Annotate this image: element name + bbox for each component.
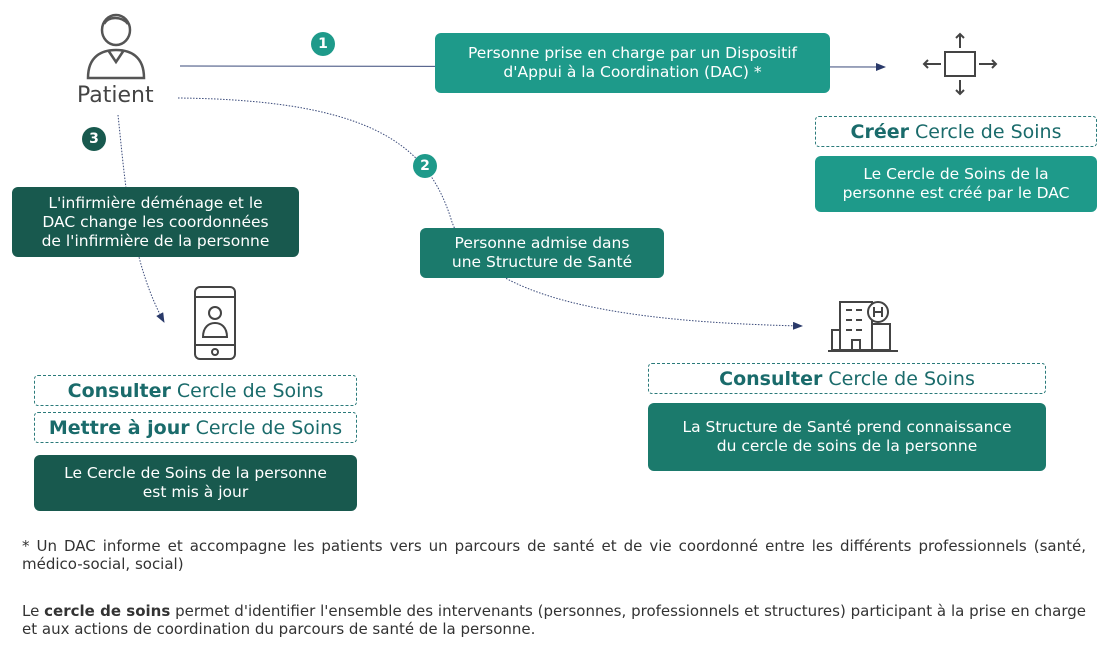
update-nurse-result-box: Le Cercle de Soins de la personne est mi… <box>34 455 357 511</box>
step-3-box: L'infirmière déménage et le DAC change l… <box>12 187 299 257</box>
step-2-badge: 2 <box>413 154 437 178</box>
hospital-icon <box>828 301 898 352</box>
person-icon <box>86 13 146 80</box>
circle-definition: Le cercle de soins permet d'identifier l… <box>22 602 1086 638</box>
circle-term: cercle de soins <box>44 602 171 620</box>
move-arrows-icon <box>922 32 998 96</box>
create-result-box: Le Cercle de Soins de la personne est cr… <box>815 156 1097 212</box>
smartphone-user-icon <box>194 286 236 360</box>
step-1-badge: 1 <box>311 32 335 56</box>
consult-nurse-object: Cercle de Soins <box>176 379 324 402</box>
circle-prefix: Le <box>22 602 45 620</box>
consult-structure-result-box: La Structure de Santé prend connaissance… <box>648 403 1046 471</box>
step-3-badge: 3 <box>82 127 106 151</box>
dac-footnote: * Un DAC informe et accompagne les patie… <box>22 537 1086 573</box>
consult-structure-verb: Consulter <box>719 367 823 390</box>
consult-structure-object: Cercle de Soins <box>828 367 975 390</box>
step-1-box: Personne prise en charge par un Disposit… <box>435 33 830 93</box>
patient-label: Patient <box>77 83 154 108</box>
circle-rest: permet d'identifier l'ensemble des inter… <box>22 602 1087 638</box>
connector-step-2 <box>177 97 803 330</box>
create-object: Cercle de Soins <box>914 120 1062 143</box>
step-2-box: Personne admise dans une Structure de Sa… <box>420 228 664 278</box>
update-nurse-object: Cercle de Soins <box>195 416 343 439</box>
update-nurse-verb: Mettre à jour <box>48 416 190 439</box>
create-verb: Créer <box>850 120 909 143</box>
consult-nurse-verb: Consulter <box>67 379 171 402</box>
